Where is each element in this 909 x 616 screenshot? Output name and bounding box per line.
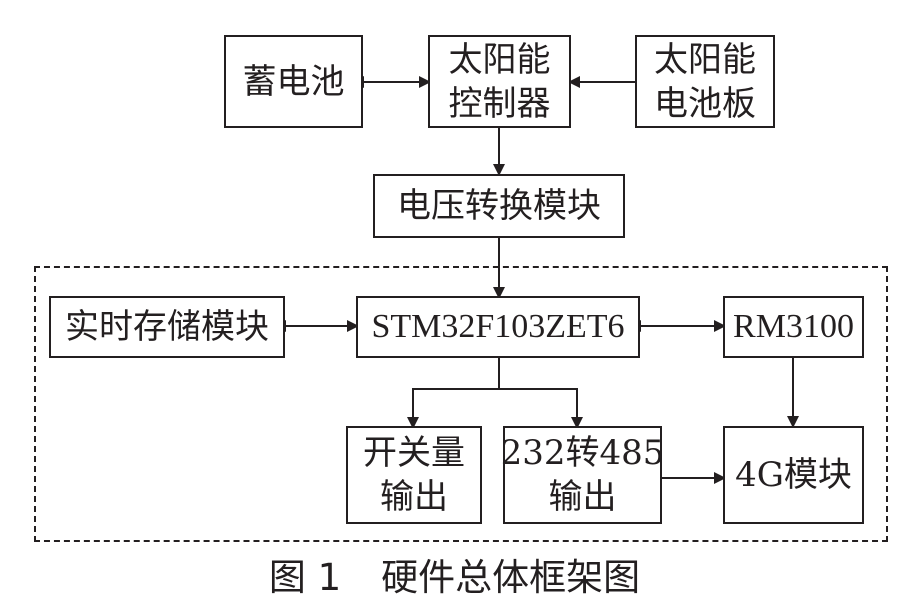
voltage-conversion-box: 电压转换模块 [373,174,625,238]
figure-title: 硬件总体框架图 [381,556,641,599]
battery-label: 蓄电池 [242,61,345,102]
battery-box: 蓄电池 [224,35,363,128]
rm3100-box: RM3100 [723,296,864,358]
solar-panel-box: 太阳能 电池板 [635,35,775,128]
figure-caption: 图 1 硬件总体框架图 [0,552,909,604]
switch-output-label-line2: 输出 [380,477,448,517]
subsystem-dashed-boundary [34,266,888,542]
solar-controller-box: 太阳能 控制器 [428,35,571,128]
solar-panel-label-line1: 太阳能 [654,39,756,80]
solar-controller-label-line1: 太阳能 [448,39,551,80]
arrow-mcu-to-rs485 [499,388,583,429]
module-4g-box: 4G模块 [723,426,864,524]
module-4g-label: 4G模块 [735,455,852,495]
storage-module-label: 实时存储模块 [65,307,269,347]
rs232-485-label-line1: 232转485 [500,433,665,473]
rm3100-label: RM3100 [733,308,854,345]
solar-controller-label-line2: 控制器 [448,83,551,124]
voltage-conversion-label: 电压转换模块 [397,186,601,226]
switch-output-label-line1: 开关量 [363,433,465,473]
rs232-485-box: 232转485 输出 [500,426,665,524]
arrow-mcu-to-outputs [407,357,500,429]
storage-module-box: 实时存储模块 [49,296,285,358]
figure-number: 图 1 [268,556,342,599]
rs232-485-label-line2: 输出 [548,477,617,517]
solar-panel-label-line2: 电池板 [654,83,756,124]
mcu-label: STM32F103ZET6 [371,308,625,345]
mcu-box: STM32F103ZET6 [356,296,640,358]
switch-output-box: 开关量 输出 [346,426,482,524]
